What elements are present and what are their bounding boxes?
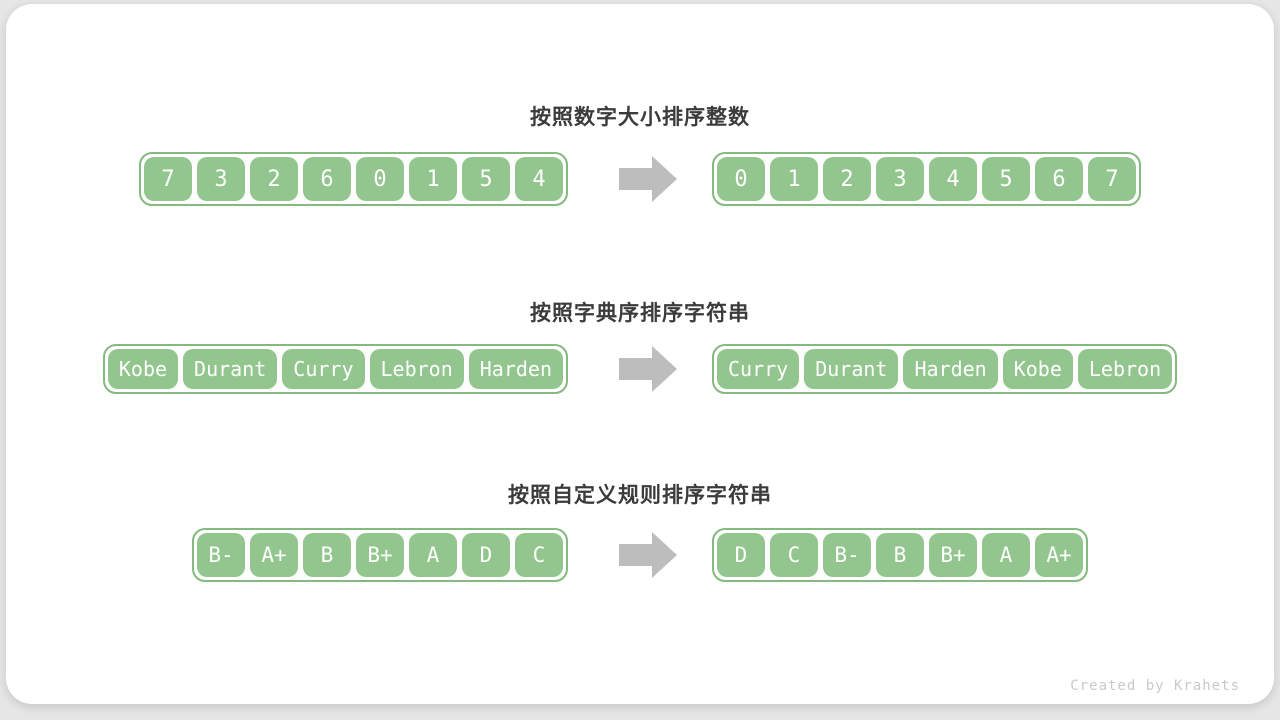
array-cell: 7: [1088, 157, 1136, 201]
array-cell: C: [770, 533, 818, 577]
array-cell: 4: [929, 157, 977, 201]
array-cell: A+: [250, 533, 298, 577]
array-cell: 1: [409, 157, 457, 201]
array-cell: 5: [982, 157, 1030, 201]
array-cell: Lebron: [369, 349, 464, 389]
arrow-right-icon: [619, 346, 677, 392]
array-cell: 3: [876, 157, 924, 201]
array-cell: 2: [823, 157, 871, 201]
watermark-credit: Created by Krahets: [1070, 678, 1240, 694]
array-cell: D: [462, 533, 510, 577]
array-cell: 0: [356, 157, 404, 201]
array-cell: A: [982, 533, 1030, 577]
array-cell: 1: [770, 157, 818, 201]
array-cell: A: [409, 533, 457, 577]
section-title-sort-lexicographic: 按照字典序排序字符串: [530, 302, 750, 325]
array-cell: B+: [356, 533, 404, 577]
array-cell: Lebron: [1077, 349, 1173, 389]
array-cell: 2: [250, 157, 298, 201]
array-cell: C: [515, 533, 563, 577]
array-cell: Curry: [717, 349, 800, 389]
array-cell: Kobe: [107, 349, 179, 389]
array-cell: 3: [197, 157, 245, 201]
array-cell: B+: [929, 533, 977, 577]
array-cell: 7: [144, 157, 192, 201]
array-cell: B: [876, 533, 924, 577]
array-cell: 6: [303, 157, 351, 201]
array-cell: Kobe: [1002, 349, 1073, 389]
array-cell: Durant: [804, 349, 899, 389]
array-cell: Harden: [468, 349, 563, 389]
array-cell: A+: [1035, 533, 1083, 577]
array-cell: B-: [823, 533, 871, 577]
array-cell: 6: [1035, 157, 1083, 201]
array-cell: B-: [197, 533, 245, 577]
array-cell: 5: [462, 157, 510, 201]
array-cell: Curry: [282, 349, 365, 389]
arrow-right-icon: [619, 156, 677, 202]
array-cell: B: [303, 533, 351, 577]
array-cell: Durant: [183, 349, 278, 389]
array-cell: 4: [515, 157, 563, 201]
array-cell: D: [717, 533, 765, 577]
section-title-sort-integers: 按照数字大小排序整数: [530, 106, 750, 129]
arrow-right-icon: [619, 532, 677, 578]
section-title-sort-custom-rule: 按照自定义规则排序字符串: [508, 484, 772, 507]
array-cell: Harden: [903, 349, 998, 389]
array-cell: 0: [717, 157, 765, 201]
